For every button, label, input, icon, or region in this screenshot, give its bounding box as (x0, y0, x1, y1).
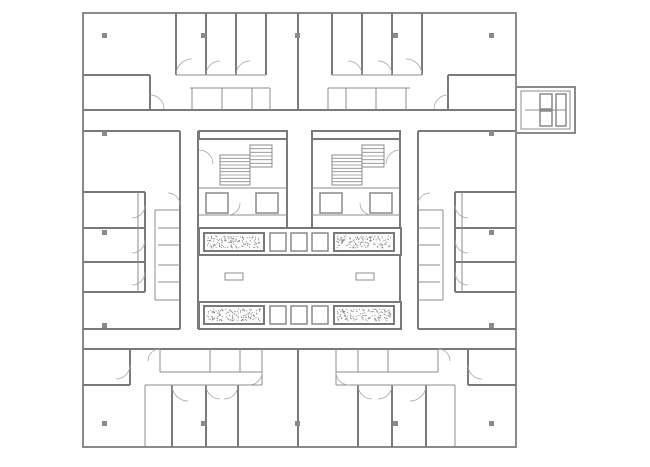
planter-sw (203, 305, 265, 325)
outer-wall (82, 12, 517, 448)
central-core (198, 130, 401, 228)
east-annex (515, 86, 576, 134)
north-wing (83, 13, 516, 110)
bench-west (224, 272, 244, 281)
stair-right (331, 144, 385, 186)
planter-nw (203, 232, 265, 252)
stair-left (219, 144, 273, 186)
west-wing (83, 191, 181, 301)
bench-east (355, 272, 375, 281)
south-wing (83, 348, 516, 447)
planter-gravel (206, 235, 391, 322)
columns (102, 33, 494, 426)
east-wing (417, 191, 516, 301)
